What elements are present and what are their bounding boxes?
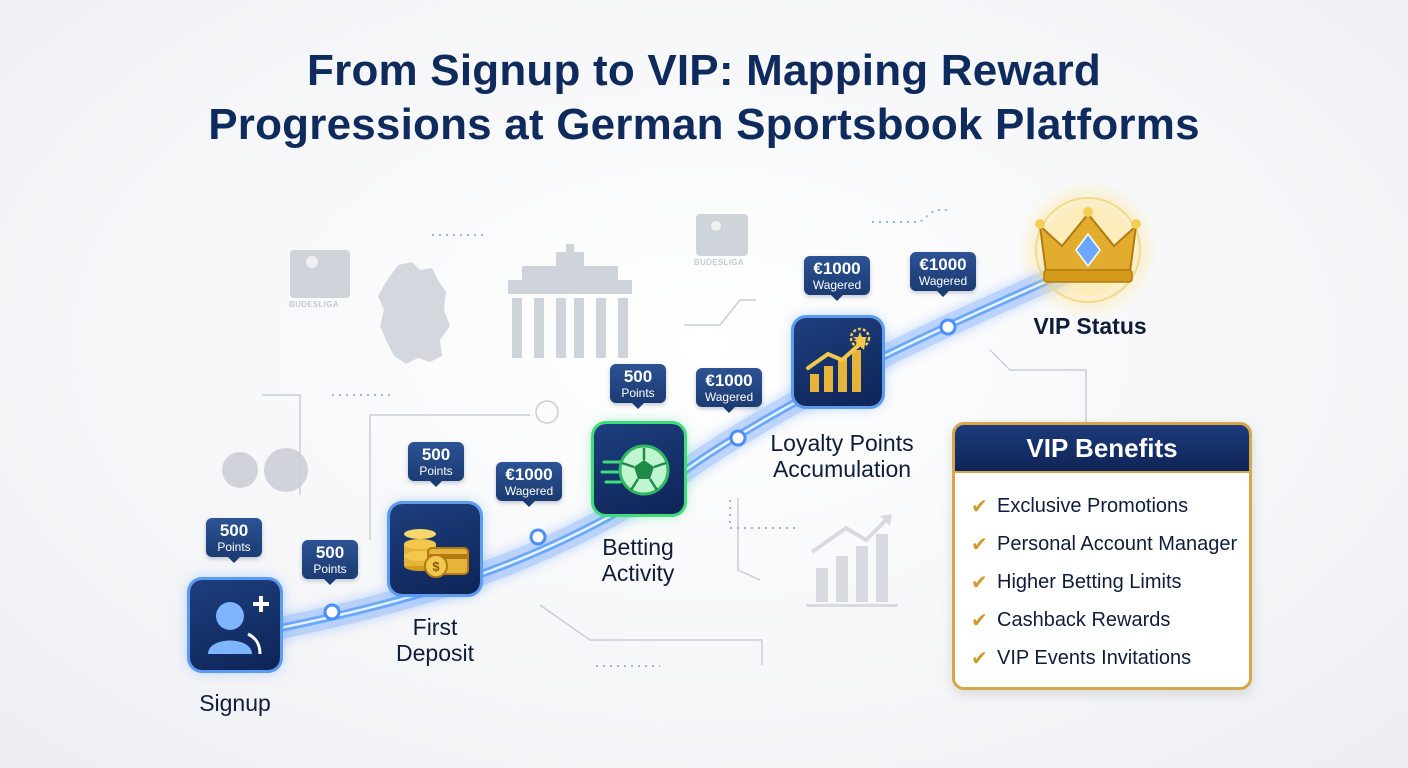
germany-map-icon (378, 262, 450, 364)
list-item: ✔ VIP Events Invitations (971, 639, 1249, 677)
brandenburg-gate-icon (508, 244, 632, 358)
badge-value: 500 (315, 543, 345, 562)
benefit-text: Personal Account Manager (997, 532, 1238, 555)
badge-unit: Wagered (704, 390, 754, 404)
list-item: ✔ Personal Account Manager (971, 525, 1249, 563)
league-logo-icon (290, 214, 748, 298)
stage-icon-first-deposit: $ (390, 504, 480, 594)
reward-badge: €1000 Wagered (910, 252, 976, 297)
page-title: From Signup to VIP: Mapping Reward Progr… (0, 44, 1408, 152)
watermark-text: BUDESLIGA (694, 258, 744, 267)
vip-status-label: VIP Status (1033, 313, 1147, 339)
checkmark-icon: ✔ (971, 533, 988, 556)
stage-label-betting-activity: Betting Activity (568, 534, 708, 586)
stage-label-line: Activity (601, 560, 675, 586)
benefit-text: Higher Betting Limits (997, 570, 1182, 593)
reward-badge: 500 Points (206, 518, 262, 563)
vip-benefits-list: ✔ Exclusive Promotions ✔ Personal Account … (955, 473, 1249, 677)
list-item: ✔ Exclusive Promotions (971, 487, 1249, 525)
badge-value: €1000 (919, 255, 967, 274)
reward-badge: €1000 Wagered (496, 462, 562, 507)
waypoint (939, 318, 957, 336)
waypoint (729, 429, 747, 447)
benefit-text: Exclusive Promotions (997, 494, 1189, 517)
benefit-text: VIP Events Invitations (997, 646, 1192, 669)
watermark-text: BUDESLIGA (289, 300, 339, 309)
growth-chart-icon (806, 327, 871, 392)
badge-value: 500 (421, 445, 451, 464)
badge-value: 500 (219, 521, 249, 540)
stage-label-line: Accumulation (772, 456, 912, 482)
title-line-2: Progressions at German Sportsbook Platfo… (208, 100, 1200, 149)
reward-badge: 500 Points (408, 442, 464, 487)
circles-decoration (222, 448, 308, 492)
badge-unit: Wagered (812, 278, 862, 292)
badge-unit: Points (419, 464, 453, 478)
user-plus-icon (208, 596, 269, 655)
stage-label-line: First (412, 614, 458, 640)
stage-label-line: Betting (602, 534, 674, 560)
background-chart-icon (806, 514, 898, 607)
connector-lines (262, 299, 1087, 665)
checkmark-icon: ✔ (971, 495, 988, 518)
stage-label-line: Loyalty Points (770, 430, 914, 456)
title-line-1: From Signup to VIP: Mapping Reward (307, 46, 1101, 95)
badge-value: €1000 (705, 371, 753, 390)
badge-unit: Wagered (918, 274, 968, 288)
waypoint (529, 528, 547, 546)
checkmark-icon: ✔ (971, 609, 988, 632)
stage-label-signup: Signup (175, 690, 295, 716)
stage-label-first-deposit: First Deposit (370, 614, 500, 666)
reward-badge: €1000 Wagered (804, 256, 870, 301)
list-item: ✔ Cashback Rewards (971, 601, 1249, 639)
checkmark-icon: ✔ (971, 647, 988, 670)
badge-unit: Points (621, 386, 655, 400)
stage-icon-signup (190, 580, 280, 670)
badge-unit: Wagered (504, 484, 554, 498)
checkmark-icon: ✔ (971, 571, 988, 594)
path-waypoints (323, 318, 957, 621)
benefit-text: Cashback Rewards (997, 608, 1171, 631)
stage-label-loyalty: Loyalty Points Accumulation (752, 430, 932, 482)
waypoint (323, 603, 341, 621)
stage-icon-betting-activity (594, 424, 684, 514)
reward-badge: 500 Points (610, 364, 666, 409)
badge-value: €1000 (813, 259, 861, 278)
badge-unit: Points (313, 562, 347, 576)
badge-value: €1000 (505, 465, 553, 484)
coins-card-icon: $ (404, 529, 469, 578)
stage-label-line: Deposit (396, 640, 474, 666)
vip-benefits-panel: VIP Benefits ✔ Exclusive Promotions ✔ Pers… (952, 422, 1252, 690)
vip-benefits-header: VIP Benefits (955, 425, 1249, 473)
list-item: ✔ Higher Betting Limits (971, 563, 1249, 601)
crown-icon (1035, 207, 1141, 283)
dotted-lines (332, 209, 950, 667)
stage-icon-loyalty (794, 318, 882, 406)
badge-unit: Points (217, 540, 251, 554)
badge-value: 500 (623, 367, 653, 386)
reward-badge: €1000 Wagered (696, 368, 762, 413)
soccer-ball-icon (600, 444, 670, 496)
reward-badge: 500 Points (302, 540, 358, 585)
svg-text:$: $ (432, 559, 440, 574)
stage-label-line: Signup (199, 690, 271, 716)
